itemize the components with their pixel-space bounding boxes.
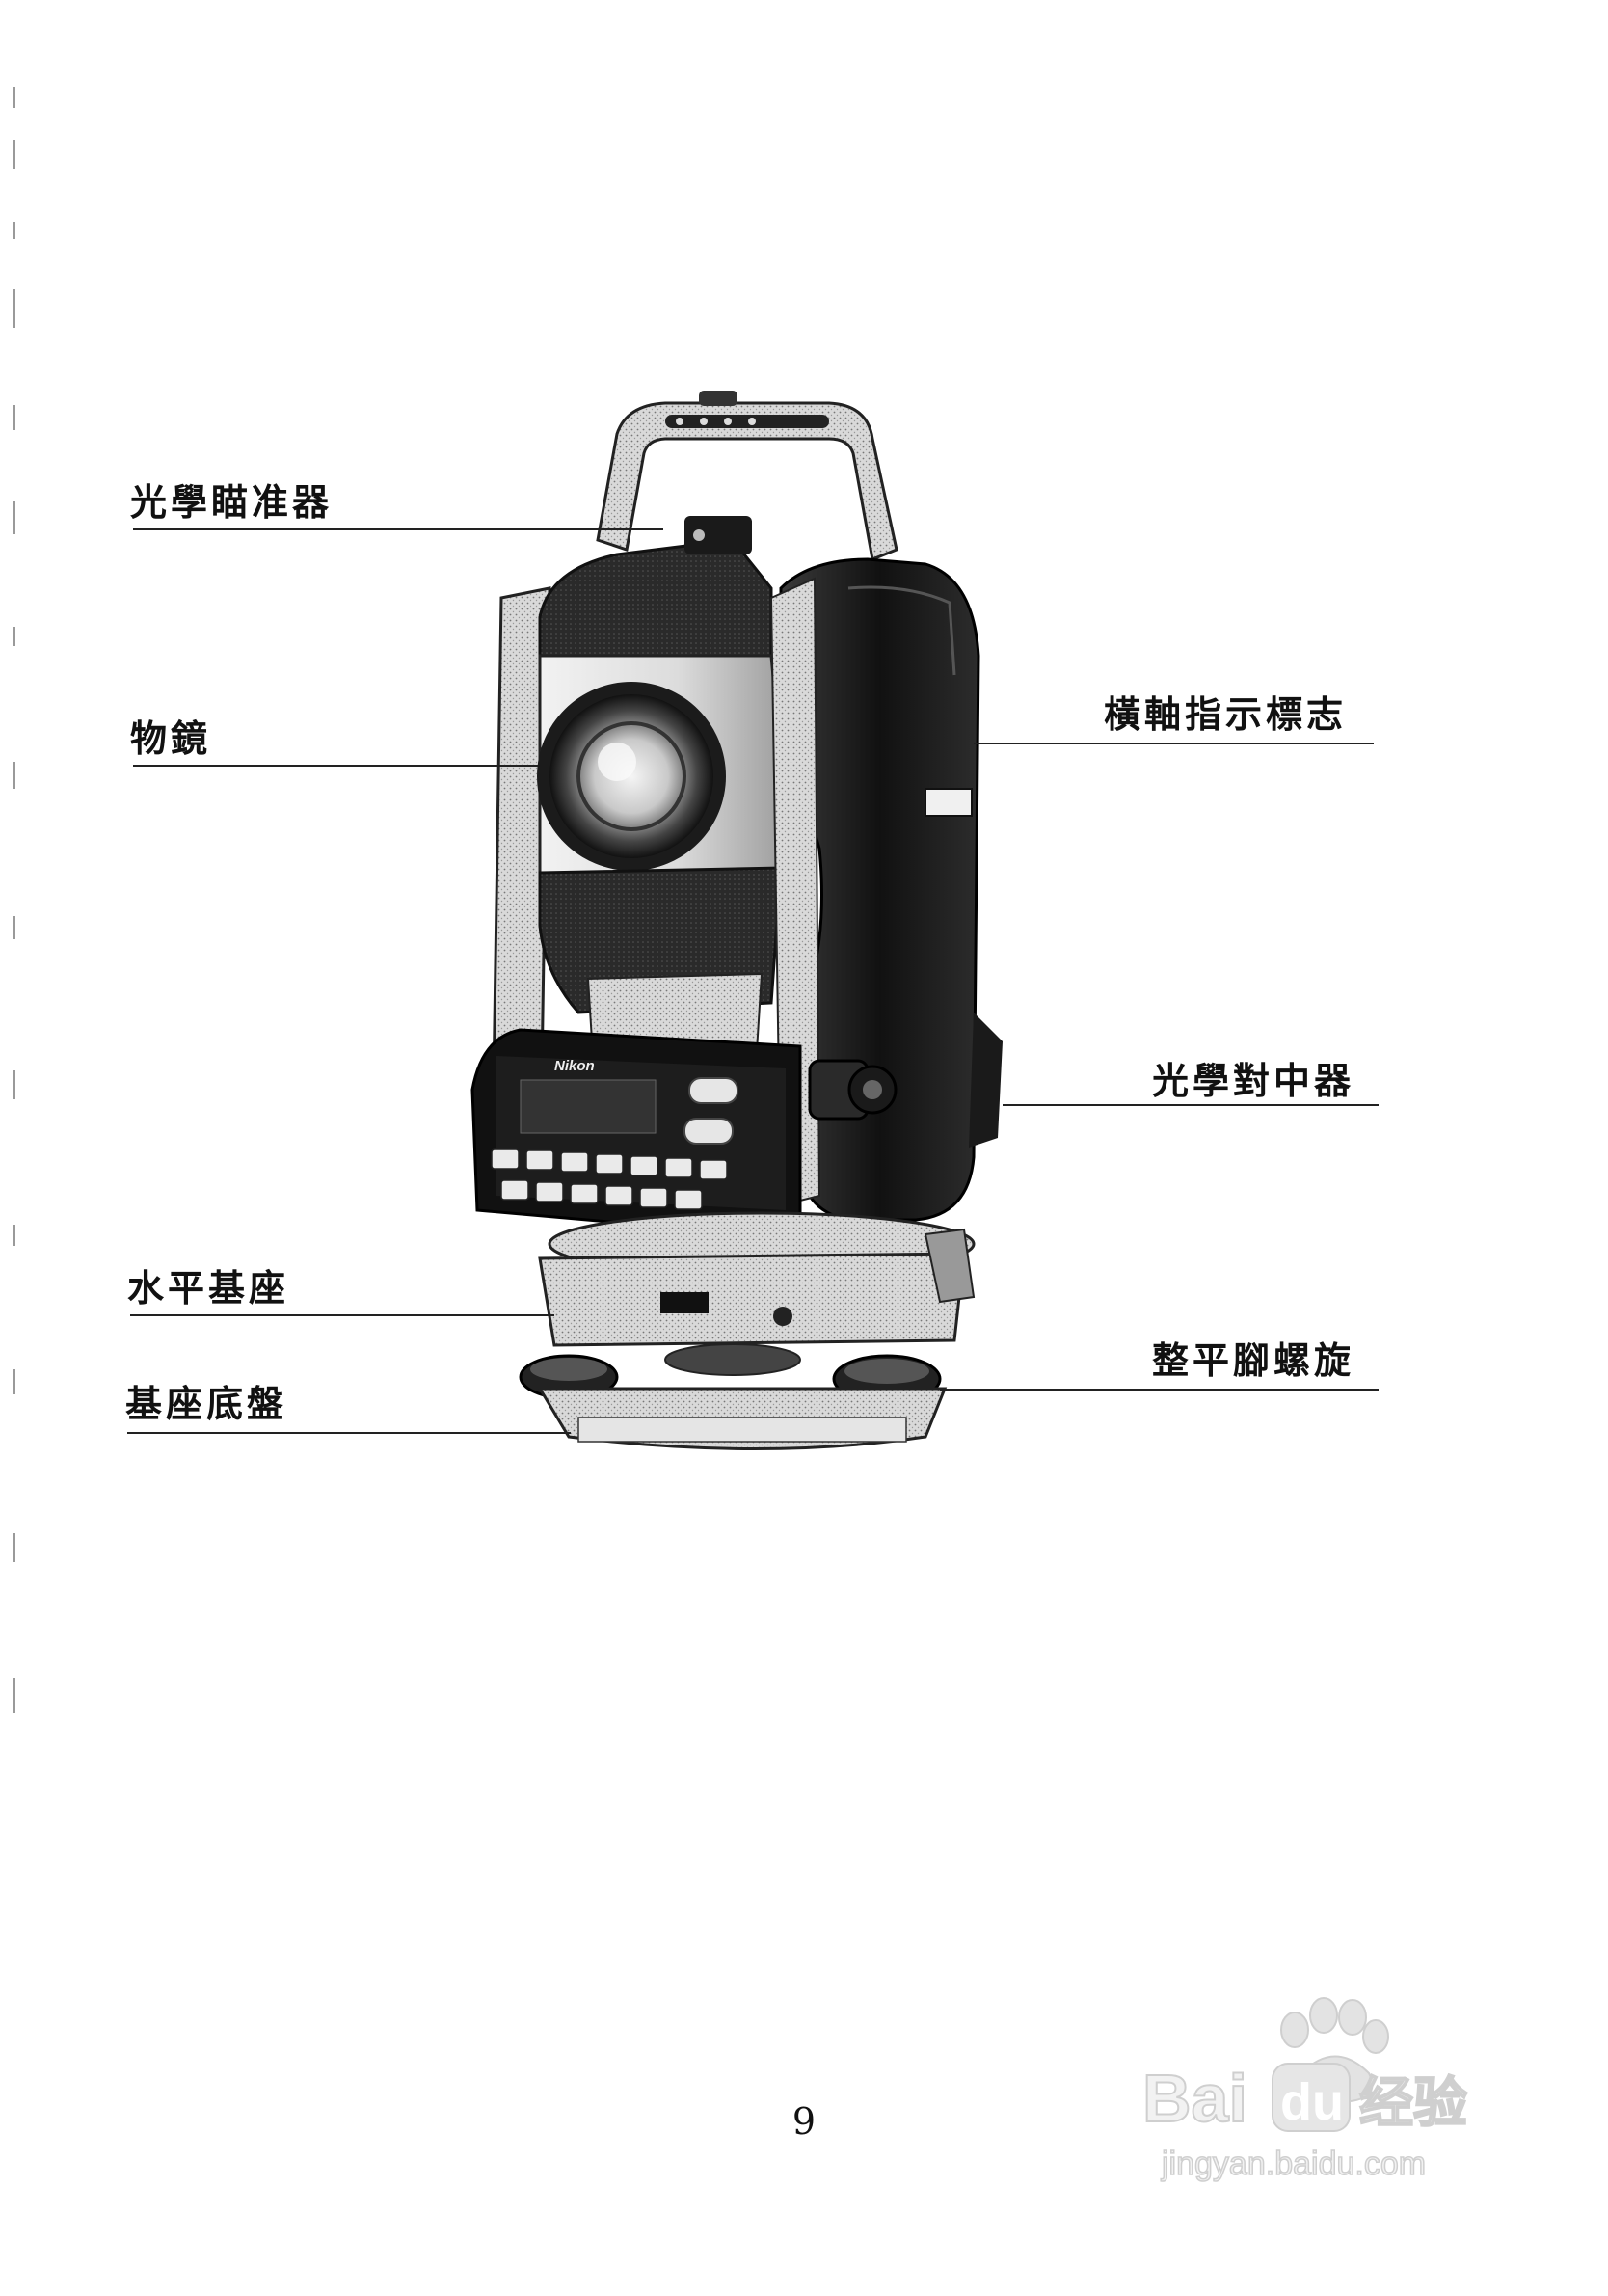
base-plate-graphic [540, 1389, 945, 1449]
label-tribrach: 水平基座 [127, 1258, 289, 1311]
leader-trunnion-axis-mark [974, 743, 1374, 744]
objective-lens-graphic [537, 682, 726, 871]
leader-objective-lens [133, 765, 538, 767]
svg-text:du: du [1280, 2073, 1344, 2131]
label-objective-lens: 物鏡 [130, 709, 211, 762]
leader-base-plate [127, 1432, 571, 1434]
svg-text:Bai: Bai [1142, 2061, 1247, 2136]
keyboard-panel: Nikon [472, 1030, 800, 1234]
label-trunnion-axis-mark: 橫軸指示標志 [1104, 685, 1347, 738]
panel-brand-text: Nikon [554, 1058, 595, 1074]
leader-optical-plummet [1003, 1104, 1379, 1106]
leader-tribrach [130, 1314, 554, 1316]
label-base-plate: 基座底盤 [125, 1374, 287, 1427]
label-optical-plummet: 光學對中器 [1152, 1051, 1354, 1104]
label-leveling-screw: 整平腳螺旋 [1152, 1331, 1354, 1384]
tribrach-graphic [540, 1213, 974, 1345]
svg-text:经验: 经验 [1359, 2072, 1467, 2135]
label-optical-sight: 光學瞄准器 [130, 473, 333, 526]
leader-leveling-screw [940, 1389, 1379, 1391]
baidu-jingyan-watermark: Bai du 经验 jingyan.baidu.com [1123, 1977, 1528, 2218]
leader-optical-sight [133, 528, 663, 530]
svg-text:jingyan.baidu.com: jingyan.baidu.com [1161, 2146, 1426, 2182]
telescope-top [540, 516, 771, 665]
plummet-knob [810, 1061, 896, 1119]
